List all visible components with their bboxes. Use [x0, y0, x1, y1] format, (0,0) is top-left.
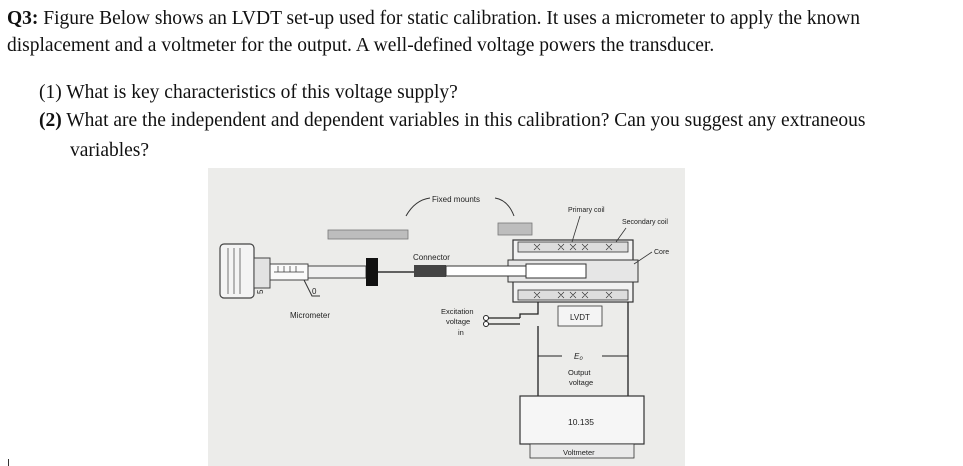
- question-label: Q3:: [7, 8, 39, 29]
- subquestion-1-text: What is key characteristics of this volt…: [61, 82, 458, 103]
- left-mount-block: [327, 229, 409, 240]
- subquestion-1: (1) What is key characteristics of this …: [39, 80, 458, 105]
- micrometer-scale-5: 5: [256, 289, 265, 294]
- lvdt-body: [507, 239, 639, 303]
- primary-coil-label: Primary coil: [568, 207, 605, 214]
- push-rod: [445, 265, 527, 277]
- voltmeter-reading: 10.135: [568, 417, 594, 427]
- question-text-1: Figure Below shows an LVDT set-up used f…: [38, 8, 860, 29]
- fixed-mount-arrow-left: [405, 197, 431, 217]
- subquestion-2-number: (2): [39, 110, 62, 131]
- question-line-2: displacement and a voltmeter for the out…: [7, 35, 715, 56]
- output-label-line1: Output: [568, 368, 591, 377]
- micrometer: 10 5 0: [219, 243, 367, 299]
- micrometer-label: Micrometer: [290, 311, 330, 320]
- subquestion-2: (2) What are the independent and depende…: [39, 108, 866, 133]
- micrometer-thimble: [219, 243, 255, 299]
- fixed-mount-arrow-right: [494, 197, 515, 217]
- connector-rod-shaded: [414, 265, 446, 277]
- core-label: Core: [654, 249, 669, 256]
- connector-block: [366, 258, 378, 286]
- excitation-label-line2: voltage: [446, 317, 470, 326]
- voltmeter-label: Voltmeter: [563, 448, 595, 457]
- subquestion-2-continuation: variables?: [70, 140, 150, 161]
- connector-label: Connector: [413, 253, 450, 262]
- voltmeter-body: [519, 395, 645, 445]
- lvdt-calibration-figure: Fixed mounts 10 5 0 Micrometer Connector…: [208, 168, 685, 466]
- text-cursor: [8, 459, 9, 466]
- subquestion-2-text: What are the independent and dependent v…: [61, 110, 866, 131]
- output-e0-label: E₀: [574, 352, 583, 361]
- micrometer-scale-0: 0: [312, 287, 317, 296]
- right-mount-block: [497, 222, 533, 236]
- excitation-label-line1: Excitation: [441, 307, 474, 316]
- output-label-line2: voltage: [569, 378, 593, 387]
- excitation-label-line3: in: [458, 328, 464, 337]
- micrometer-spindle: [307, 265, 367, 279]
- subquestion-1-number: (1): [39, 82, 62, 103]
- secondary-coil-label: Secondary coil: [622, 219, 668, 226]
- lvdt-core: [525, 263, 587, 279]
- lvdt-label: LVDT: [570, 313, 590, 322]
- micrometer-barrel: [253, 257, 271, 289]
- question-line-1: Q3: Figure Below shows an LVDT set-up us…: [7, 6, 860, 31]
- fixed-mounts-label: Fixed mounts: [432, 195, 480, 204]
